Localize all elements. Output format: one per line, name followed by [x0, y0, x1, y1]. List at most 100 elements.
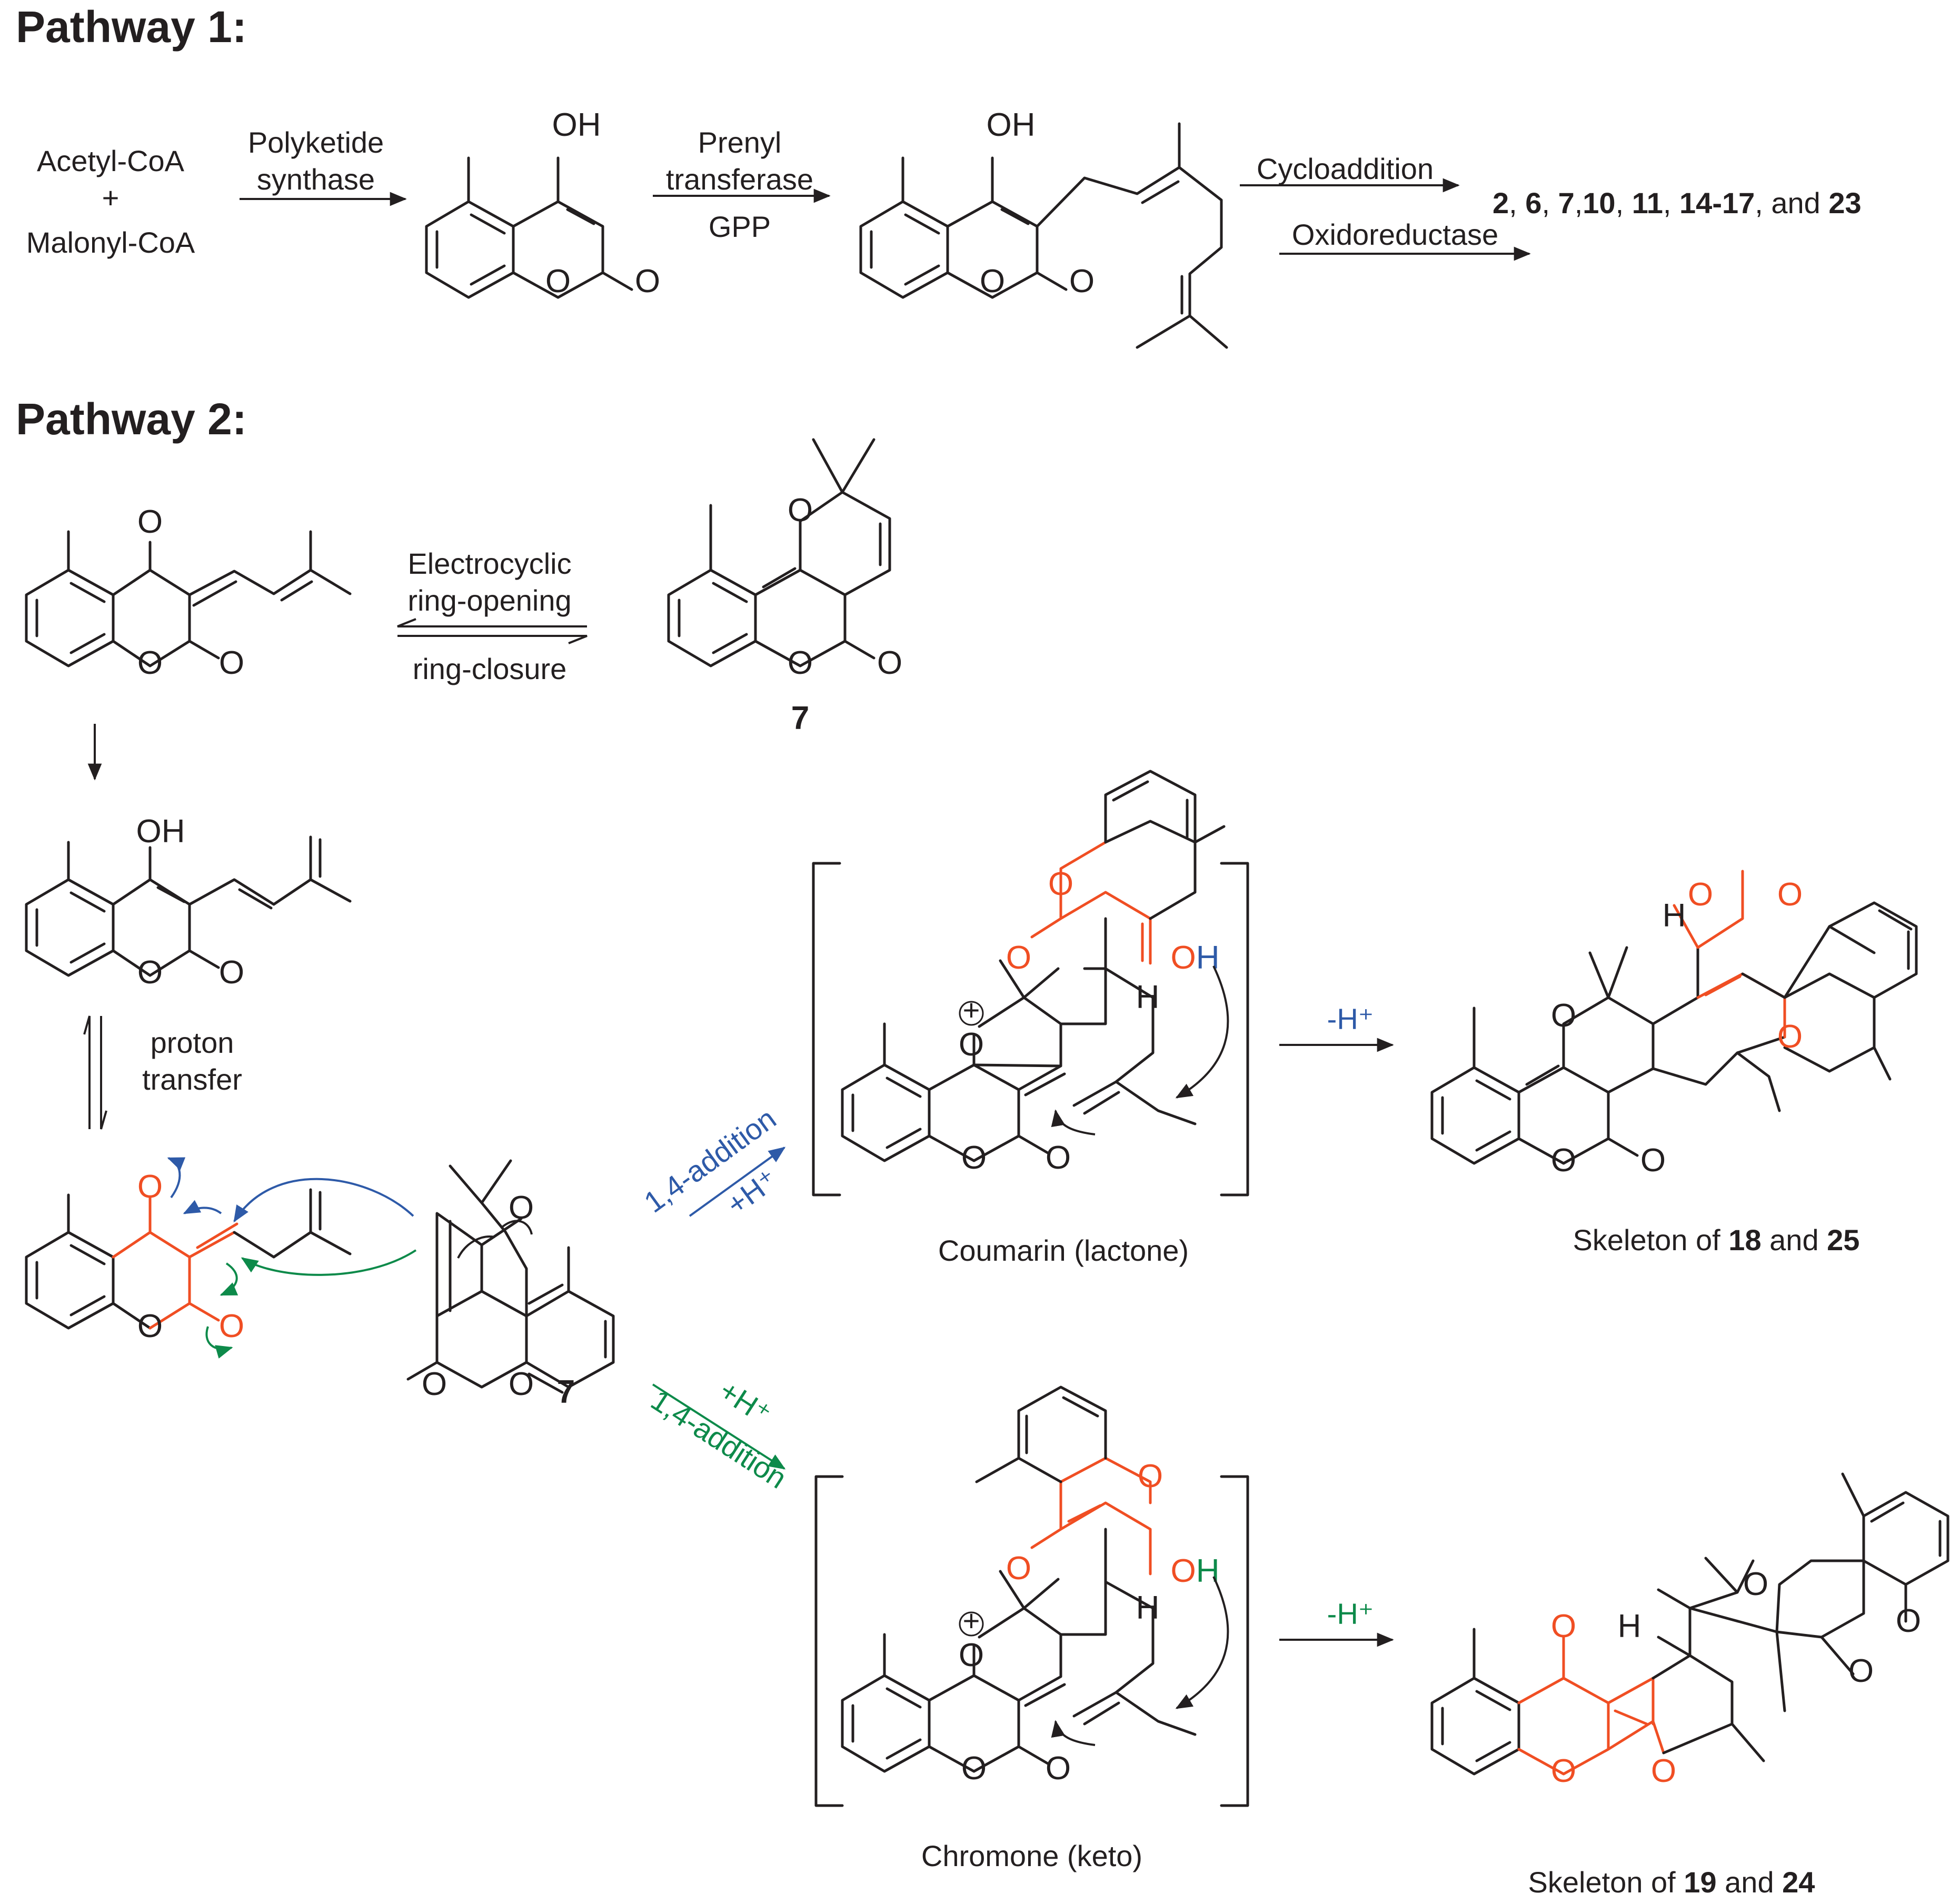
intermediate-chromone: O O OH H + O O O — [814, 1385, 1249, 1807]
substrate-plus: + — [102, 181, 120, 214]
carbonyl-oxygen: O — [1046, 1750, 1071, 1787]
carbonyl-oxygen: O — [1640, 1142, 1666, 1179]
step-cycloaddition: Cycloaddition Oxidoreductase — [1240, 152, 1531, 261]
pyran-oxygen: O — [1743, 1566, 1768, 1602]
pyrone-ring-oxygen: O — [1138, 1458, 1163, 1494]
keto-oxygen-highlight: O — [137, 1169, 163, 1205]
equilibrium-electrocyclic: Electrocyclic ring-opening ring-closure — [397, 547, 588, 685]
methine-hydrogen: H — [1136, 1590, 1160, 1626]
molecule-dienone: O O O — [25, 504, 352, 681]
proton-transfer-label-line2: transfer — [142, 1063, 242, 1096]
molecule-geranyl-hydroxycoumarin: OH O O — [859, 107, 1228, 349]
green-electron-arrow-2 — [205, 1326, 233, 1359]
curved-arrow-proton — [1175, 1576, 1229, 1709]
compound-7-label-top: 7 — [791, 700, 809, 736]
intermediate-coumarin: O O OH H + O O O — [812, 770, 1249, 1197]
molecule-michael-acceptor: O O O — [25, 1157, 417, 1359]
step1-label-line2: synthase — [257, 163, 375, 196]
carbonyl-oxygen: O — [635, 263, 660, 300]
step-polyketide-synthase: Polyketide synthase — [240, 126, 407, 206]
substrate-acetyl-coa: Acetyl-CoA — [37, 144, 185, 177]
equilibrium-proton-transfer: proton transfer — [83, 1015, 242, 1130]
blue-electron-arrow-2 — [183, 1200, 222, 1214]
oxonium-oxygen: O — [959, 1637, 984, 1673]
molecule-7-top: O O O — [667, 438, 902, 681]
curved-arrow-alkene — [1051, 1720, 1096, 1746]
step2-label-line1: Prenyl — [698, 126, 782, 159]
pathway1-heading: Pathway 1: — [16, 2, 247, 52]
ring-oxygen: O — [509, 1366, 534, 1402]
hydroxyl-label: OH — [987, 107, 1036, 143]
substrate-malonyl-coa: Malonyl-CoA — [26, 226, 195, 259]
ring-opening-arrow — [397, 618, 587, 627]
carbonyl-oxygen: O — [219, 954, 244, 991]
product-top-label: Skeleton of 18 and 25 — [1573, 1223, 1860, 1257]
oxonium-charge-circle — [959, 1001, 984, 1026]
deprotonation-label-top: -H⁺ — [1327, 1002, 1374, 1035]
lactone-ring-oxygen: O — [1777, 876, 1803, 913]
pathway1-products: 2, 6, 7,10, 11, 14-17, and 23 — [1493, 186, 1862, 220]
carbonyl-oxygen: O — [1046, 1140, 1071, 1176]
pyran-oxygen: O — [509, 1190, 534, 1226]
ring-oxygen: O — [1551, 1142, 1576, 1179]
green-route-arrow — [652, 1383, 786, 1470]
carbonyl-oxygen-highlight: O — [219, 1308, 244, 1344]
ring-oxygen: O — [545, 263, 571, 300]
pathway1-substrates: Acetyl-CoA + Malonyl-CoA — [26, 144, 195, 259]
curved-arrow-proton — [1175, 965, 1229, 1099]
pathway2-heading: Pathway 2: — [16, 394, 247, 444]
intermediate-brackets — [812, 862, 1249, 1197]
ring-closure-arrow — [397, 635, 588, 644]
lactone-ring-oxygen: O — [1048, 866, 1073, 902]
step1-label-line1: Polyketide — [248, 126, 384, 159]
ring-oxygen: O — [961, 1750, 987, 1787]
equilibrium-label-line2: ring-opening — [407, 584, 571, 617]
route-blue: 1,4-addition +H⁺ — [638, 1102, 786, 1221]
equilibrium-label-line1: Electrocyclic — [407, 547, 571, 580]
intermediate-coumarin-label: Coumarin (lactone) — [938, 1234, 1189, 1267]
ring-oxygen: O — [137, 645, 163, 681]
compound-7-label-middle: 7 — [557, 1374, 575, 1410]
molecule-hydroxycoumarin: OH O O — [425, 107, 660, 300]
intermediate-chromone-label: Chromone (keto) — [921, 1839, 1142, 1872]
lactone-carbonyl-oxygen: O — [1688, 876, 1713, 913]
molecule-hydroxy-diene: OH O O — [25, 813, 352, 991]
step3-label-oxidoreductase: Oxidoreductase — [1292, 218, 1498, 251]
curved-arrow-alkene — [1051, 1109, 1096, 1135]
blue-electron-arrow-1 — [167, 1157, 186, 1199]
product-skeleton-18-25: H O O O O O O — [1430, 870, 1918, 1179]
enol-hydroxyl: OH — [1170, 1553, 1219, 1589]
product-bottom-label: Skeleton of 19 and 24 — [1528, 1866, 1815, 1899]
oxonium-charge-sign: + — [963, 1604, 980, 1637]
blue-nucleophile-curved-arrow — [233, 1178, 414, 1223]
chromone-keto-oxygen: O — [1551, 1608, 1576, 1644]
carbonyl-oxygen: O — [1069, 263, 1095, 300]
proton-transfer-arrow-down — [100, 1016, 107, 1130]
hydroxyl-label: OH — [136, 813, 185, 850]
electron-arrow-2 — [502, 1220, 533, 1235]
ring-oxygen: O — [788, 645, 813, 681]
carbonyl-oxygen: O — [877, 645, 902, 681]
keto-oxygen: O — [137, 504, 163, 540]
ring-oxygen: O — [137, 954, 163, 991]
chromone-ring-oxygen: O — [1551, 1753, 1576, 1789]
chromone-keto-oxygen: O — [1006, 1550, 1031, 1587]
proton-transfer-label-line1: proton — [151, 1026, 234, 1059]
route-green: +H⁺ 1,4-addition — [645, 1373, 793, 1495]
electron-arrow-1 — [457, 1235, 495, 1259]
step3-label-cycloaddition: Cycloaddition — [1257, 152, 1434, 185]
blue-route-arrow — [689, 1147, 786, 1217]
ether-oxygen: O — [1777, 1019, 1803, 1055]
ring-oxygen: O — [1896, 1603, 1921, 1639]
intermediate-brackets — [814, 1475, 1249, 1807]
carbonyl-oxygen: O — [1848, 1653, 1874, 1689]
product-skeleton-19-24: H O O O O O O — [1430, 1472, 1949, 1789]
carbonyl-oxygen: O — [219, 645, 244, 681]
methine-hydrogen: H — [1136, 979, 1160, 1015]
blue-route-proton: +H⁺ — [720, 1163, 783, 1221]
oxonium-charge-sign: + — [963, 993, 980, 1026]
bridgehead-hydrogen: H — [1618, 1608, 1641, 1644]
lactone-carbonyl-oxygen: O — [1006, 940, 1031, 976]
ring-oxygen: O — [137, 1308, 163, 1344]
